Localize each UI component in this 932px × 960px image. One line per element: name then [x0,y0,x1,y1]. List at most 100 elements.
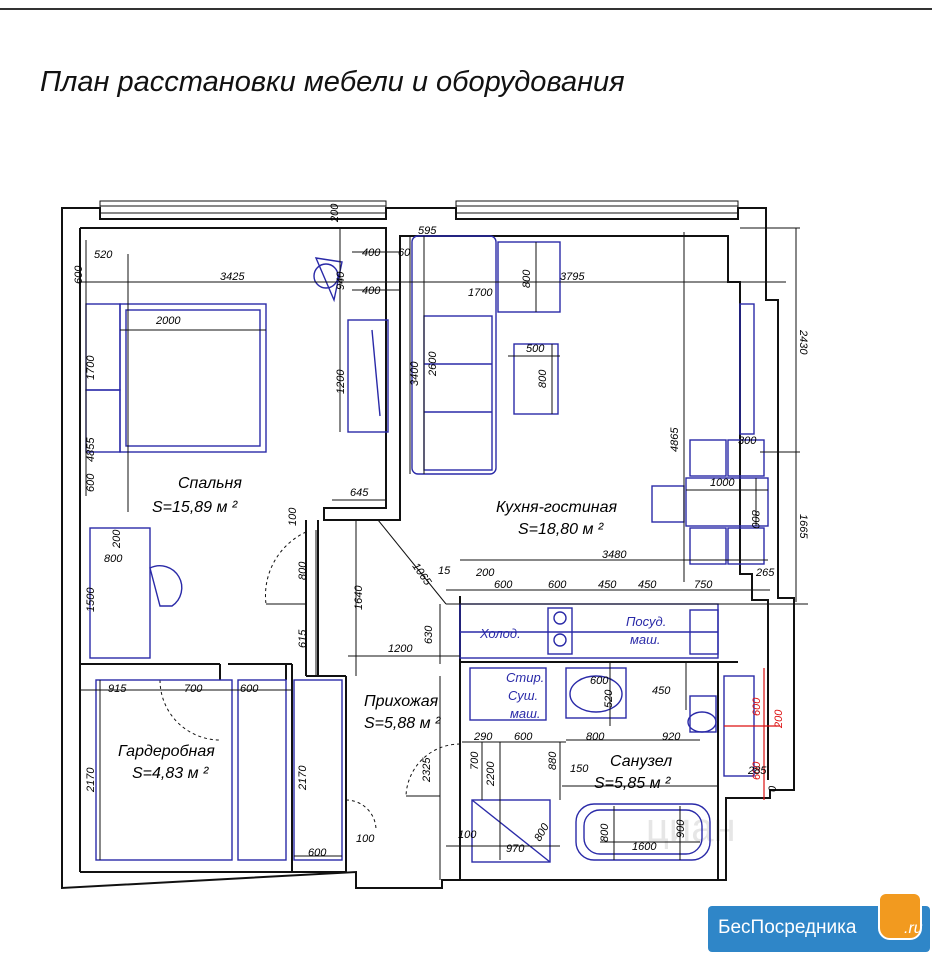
dim-label: 3425 [220,271,245,283]
dim-label: 630 [423,625,435,644]
room-area-bedroom: S=15,89 м ² [152,499,238,516]
dim-label: 150 [570,763,589,775]
washer-label-3: маш. [510,706,541,721]
dim-label: 285 [747,765,767,777]
room-area-kitchen: S=18,80 м ² [518,521,604,538]
dim-label: 1600 [632,841,657,853]
dim-label: 2325 [421,757,433,783]
equipment-labels: Холод. Посуд. маш. Стир. Суш. маш. [479,614,666,721]
dim-label: 1500 [85,587,97,612]
dim-label: 615 [297,629,309,648]
dim-label: 15 [438,565,451,577]
dim-label: 1665 [797,514,809,539]
dim-label: 700 [469,751,481,770]
dim-label: 600 [514,731,533,743]
room-name-wardrobe: Гардеробная [118,743,215,760]
dim-label: 700 [184,683,203,695]
washer-label-2: Суш. [508,688,538,703]
dim-label: 800 [521,269,533,288]
dim-label: 300 [738,435,757,447]
room-labels: Спальня S=15,89 м ² Кухня-гостиная S=18,… [118,475,672,792]
dim-label: 0 [767,785,779,792]
dim-label: 100 [458,829,477,841]
dim-label: 200 [773,709,785,729]
dim-label: 600 [308,847,327,859]
dim-label: 500 [526,343,545,355]
dim-label: 800 [532,821,552,844]
dim-label: 800 [599,823,611,842]
dim-label: 800 [749,510,761,529]
room-area-hall: S=5,88 м ² [364,715,441,732]
dim-label: 3795 [560,271,585,283]
logo-text: БесПосредника [718,917,857,938]
dim-label: 940 [335,271,347,290]
dim-label: 920 [662,731,681,743]
dim-label: 600 [751,697,763,716]
dim-label: 600 [751,761,763,780]
dim-label: 2170 [85,767,97,793]
dishwasher-label-2: маш. [630,632,661,647]
doors [159,519,461,831]
dim-label: 915 [108,683,127,695]
dim-label: 600 [240,683,259,695]
dim-label: 1200 [335,369,347,394]
dim-label: 600 [590,675,609,687]
dim-label: 290 [473,731,493,743]
dim-label: 400 [362,285,381,297]
dim-label: 200 [329,203,341,223]
dim-label: 450 [638,579,657,591]
dim-label: 265 [755,567,775,579]
dimension-lines [80,227,808,880]
dim-label: 1000 [710,477,735,489]
walls [61,207,795,890]
dim-label: 800 [586,731,605,743]
dim-label: 970 [506,843,525,855]
dim-label: 600 [85,473,97,492]
dim-label: 1700 [468,287,493,299]
dim-label: 520 [94,249,113,261]
top-rule [0,8,932,10]
room-name-hall: Прихожая [364,693,439,710]
dim-label: 800 [297,561,309,580]
room-area-wardrobe: S=4,83 м ² [132,765,209,782]
dim-label: 1700 [85,355,97,380]
dim-label: 400 [362,247,381,259]
dim-label: 1200 [388,643,413,655]
dim-label: 4865 [669,427,681,452]
washer-label-1: Стир. [506,670,544,685]
dim-label: 450 [652,685,671,697]
dim-label: 750 [694,579,713,591]
page-title: План расстановки мебели и оборудования [40,66,625,98]
dim-label: 100 [287,507,299,526]
dim-label: 880 [547,751,559,770]
dim-label: 600 [494,579,513,591]
dim-label: 645 [350,487,369,499]
dim-label: 520 [603,689,615,708]
dim-label: 3480 [602,549,627,561]
dishwasher-label-1: Посуд. [626,614,666,629]
logo-suffix: .ru [904,920,923,937]
dim-label: 100 [356,833,375,845]
room-area-bathroom: S=5,85 м ² [594,775,671,792]
dim-label: 2600 [427,351,439,377]
dim-label: 60 [398,247,411,259]
dim-label: 595 [418,225,437,237]
dim-label: 800 [104,553,123,565]
dim-label: 3400 [409,361,421,386]
room-name-bedroom: Спальня [178,475,242,492]
logo-badge[interactable]: БесПосредника .ru [708,892,930,952]
dim-label: 4855 [85,437,97,462]
dim-label: 900 [675,819,687,838]
dim-label: 800 [537,369,549,388]
dim-label: 450 [598,579,617,591]
dimension-labels: 520 600 3425 2000 1700 4855 600 200 800 … [73,203,809,859]
room-name-bathroom: Санузел [610,753,672,770]
dim-label: 2430 [797,329,809,355]
dim-label: 200 [111,529,123,549]
dim-label: 600 [73,265,85,284]
dim-label: 2200 [485,761,497,787]
dim-label: 1640 [353,585,365,610]
cat-mascot-icon [878,892,922,940]
fridge-label: Холод. [479,626,521,641]
